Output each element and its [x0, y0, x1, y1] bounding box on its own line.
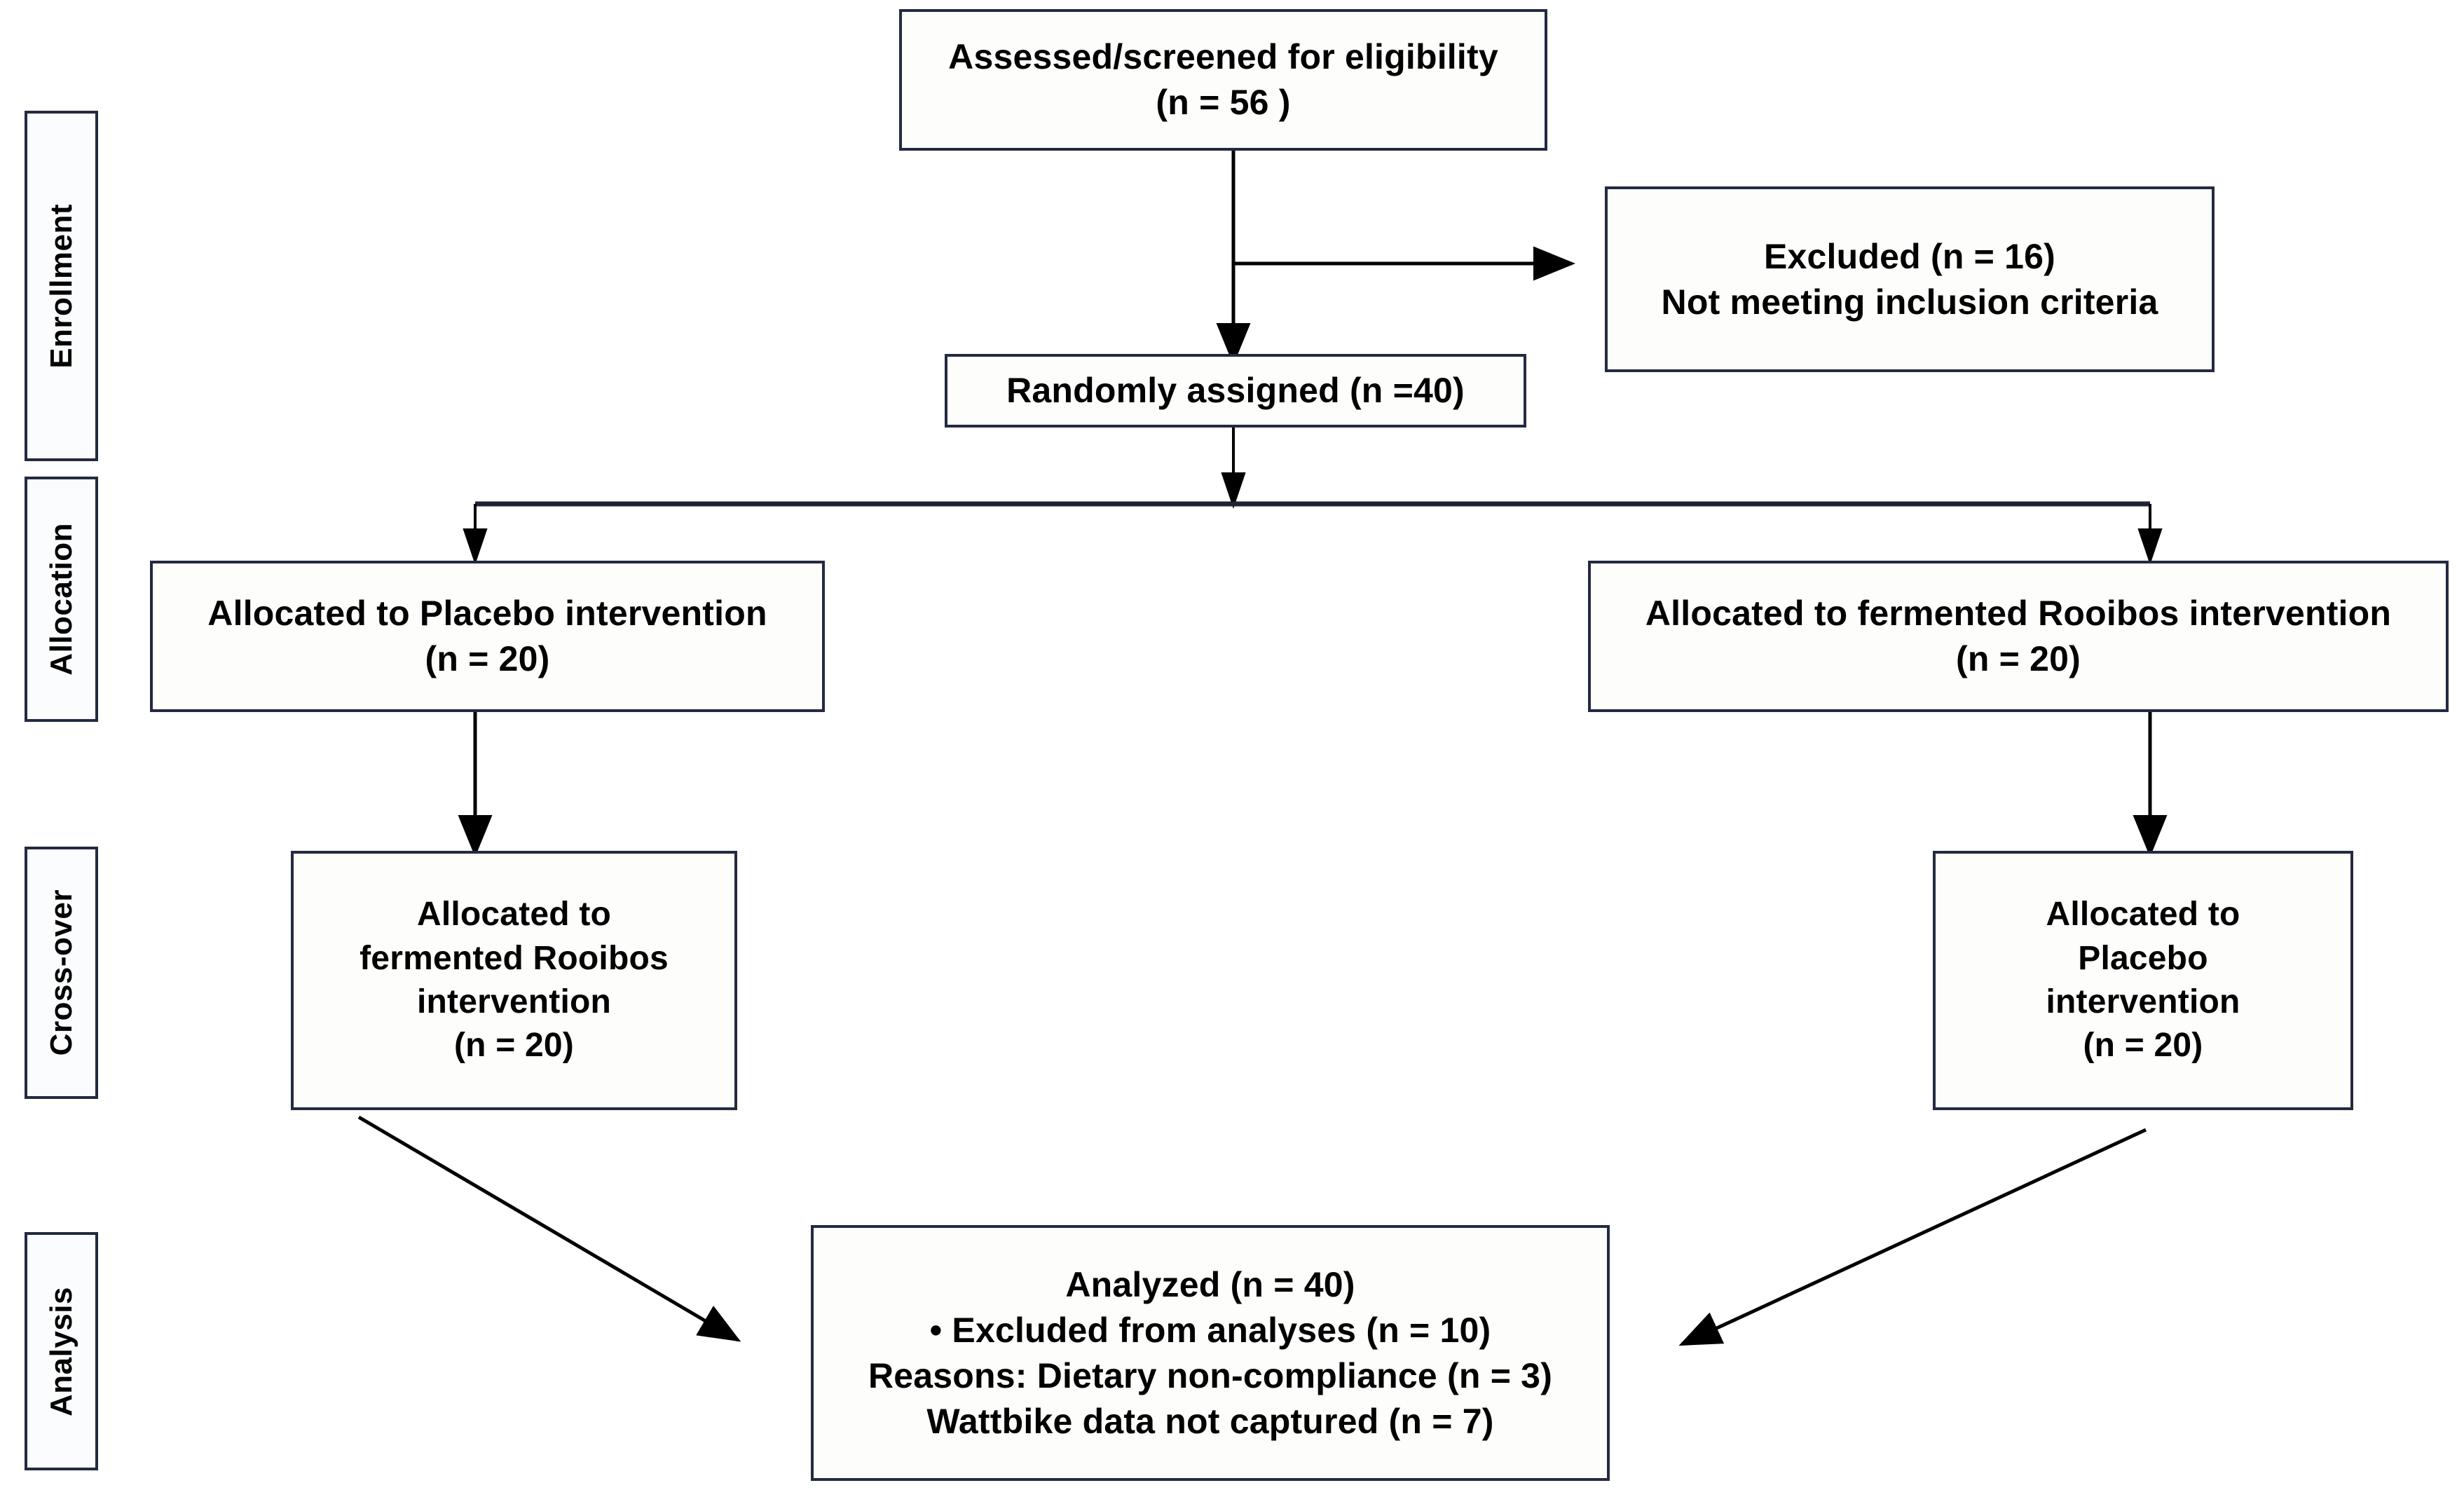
node-crossover-fermented-rooibos: Allocated to fermented Rooibos intervent… — [291, 851, 737, 1110]
alloc-left-line-2: (n = 20) — [425, 639, 550, 678]
connector-crossover-left-to-analysis — [357, 1115, 741, 1342]
stage-label-enrollment: Enrollment — [25, 111, 98, 461]
stage-label-allocation-text: Allocation — [43, 523, 78, 676]
analyzed-line-3: Reasons: Dietary non-compliance (n = 3) — [868, 1355, 1553, 1395]
stage-label-crossover: Cross-over — [25, 847, 98, 1099]
connector-crossover-right-to-analysis — [1678, 1128, 2147, 1346]
assessed-line-2: (n = 56 ) — [1156, 83, 1291, 122]
node-randomly-assigned: Randomly assigned (n =40) — [945, 354, 1526, 428]
cross-left-line-2: fermented Rooibos — [360, 939, 669, 977]
cross-right-line-4: (n = 20) — [2083, 1027, 2203, 1065]
excluded-line-2: Not meeting inclusion criteria — [1661, 282, 2158, 322]
node-assessed-screened: Assessed/screened for eligibility (n = 5… — [899, 9, 1547, 151]
cross-right-line-1: Allocated to — [2046, 896, 2240, 934]
stage-label-analysis-text: Analysis — [43, 1286, 78, 1416]
connector-randomized-split — [463, 428, 2163, 565]
stage-label-crossover-text: Cross-over — [43, 889, 78, 1056]
node-excluded: Excluded (n = 16) Not meeting inclusion … — [1605, 186, 2215, 372]
analyzed-line-4: Wattbike data not captured (n = 7) — [926, 1401, 1494, 1441]
stage-label-analysis: Analysis — [25, 1232, 98, 1470]
node-allocated-placebo: Allocated to Placebo intervention (n = 2… — [150, 561, 825, 712]
analyzed-line-1: Analyzed (n = 40) — [1065, 1264, 1355, 1304]
alloc-right-line-1: Allocated to fermented Rooibos intervent… — [1645, 594, 2392, 633]
alloc-right-line-2: (n = 20) — [1955, 639, 2081, 678]
cross-left-line-4: (n = 20) — [454, 1027, 574, 1065]
node-allocated-fermented-rooibos: Allocated to fermented Rooibos intervent… — [1588, 561, 2449, 712]
cross-right-line-3: intervention — [2046, 983, 2240, 1020]
node-analyzed: Analyzed (n = 40) • Excluded from analys… — [811, 1225, 1610, 1481]
cross-left-line-1: Allocated to — [416, 896, 612, 934]
alloc-left-line-1: Allocated to Placebo intervention — [207, 594, 767, 633]
assessed-line-1: Assessed/screened for eligibility — [948, 37, 1498, 76]
node-crossover-placebo: Allocated to Placebo intervention (n = 2… — [1933, 851, 2353, 1110]
cross-right-line-2: Placebo — [2078, 939, 2208, 977]
cross-left-line-3: intervention — [416, 983, 612, 1020]
stage-label-enrollment-text: Enrollment — [43, 203, 78, 369]
excluded-line-1: Excluded (n = 16) — [1763, 236, 2056, 276]
randomized-line-1: Randomly assigned (n =40) — [1006, 371, 1465, 410]
stage-label-allocation: Allocation — [25, 477, 98, 722]
analyzed-line-2: • Excluded from analyses (n = 10) — [929, 1310, 1491, 1350]
